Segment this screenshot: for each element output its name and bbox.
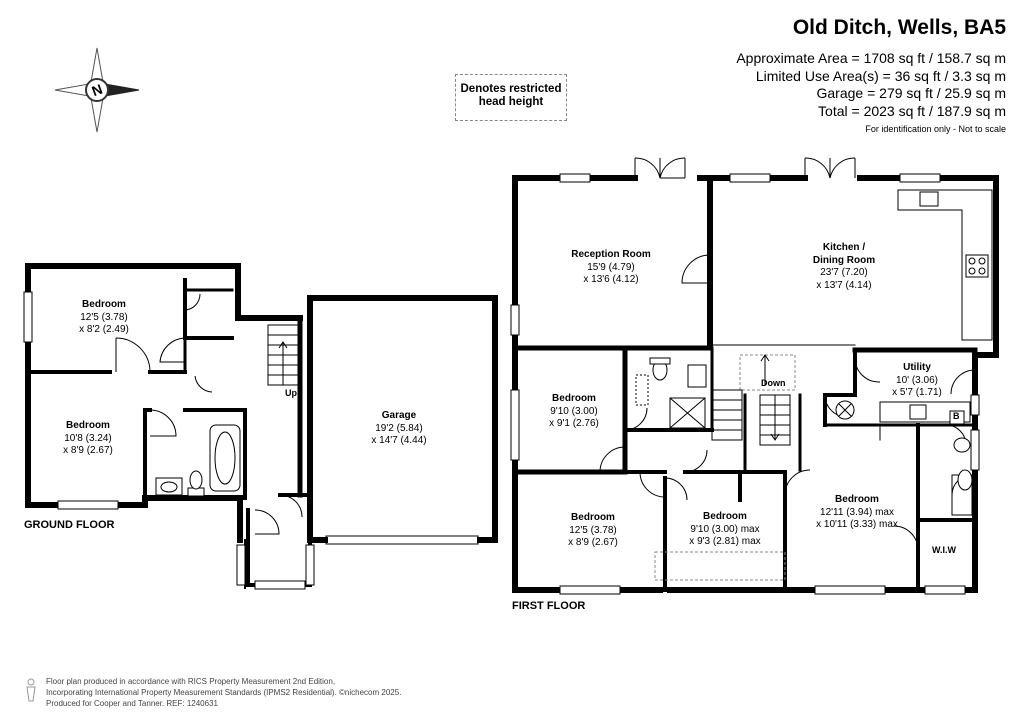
restricted-head-height-key: Denotes restricted head height	[455, 74, 567, 121]
room-ff-bedroom-4: Bedroom 12'11 (3.94) max x 10'11 (3.33) …	[816, 494, 898, 532]
room-utility: Utility 10' (3.06) x 5'7 (1.71)	[892, 362, 942, 400]
room-dimension: x 8'9 (2.67)	[63, 445, 113, 456]
ground-floor-label: GROUND FLOOR	[24, 519, 115, 531]
area-line-approximate: Approximate Area = 1708 sq ft / 158.7 sq…	[736, 50, 1006, 66]
restricted-head-height-areas	[654, 354, 796, 581]
room-name-line2: Dining Room	[812, 254, 876, 266]
footer-line-2: Incorporating International Property Mea…	[46, 688, 402, 697]
room-dimension: 12'5 (3.78)	[569, 524, 617, 536]
first-floor-doors	[599, 157, 976, 551]
room-dimension: 10' (3.06)	[896, 374, 938, 386]
property-title: Old Ditch, Wells, BA5	[792, 16, 1006, 39]
utility-fixtures	[835, 400, 971, 425]
area-line-garage: Garage = 279 sq ft / 25.9 sq m	[816, 85, 1007, 101]
stairs-down-label: Down	[761, 378, 786, 388]
first-floor-windows	[510, 173, 980, 595]
area-line-total: Total = 2023 sq ft / 187.9 sq m	[818, 102, 1006, 119]
restricted-key-line1: Denotes restricted	[460, 83, 562, 95]
room-gf-bedroom-2: Bedroom 10'8 (3.24) x 8'9 (2.67)	[63, 420, 113, 458]
room-dimension: x 8'9 (2.67)	[568, 537, 618, 548]
area-line-limited-use: Limited Use Area(s) = 36 sq ft / 3.3 sq …	[755, 67, 1006, 84]
room-garage: Garage 19'2 (5.84) x 14'7 (4.44)	[371, 410, 426, 448]
area-summary: Approximate Area = 1708 sq ft / 158.7 sq…	[736, 50, 1006, 120]
first-floor-bathroom-fixtures	[635, 357, 973, 516]
room-name: Bedroom	[835, 494, 879, 505]
room-dimension: x 10'11 (3.33) max	[816, 519, 898, 530]
room-name: Reception Room	[571, 249, 651, 260]
room-ff-bedroom-3: Bedroom 9'10 (3.00) max x 9'3 (2.81) max	[689, 511, 760, 549]
room-dimension: 9'10 (3.00) max	[690, 523, 760, 535]
first-floor-stairs	[711, 354, 791, 446]
room-name: Bedroom	[66, 420, 110, 431]
ground-floor-walls	[25, 263, 498, 589]
room-dimension: x 5'7 (1.71)	[892, 387, 942, 398]
first-floor-label: FIRST FLOOR	[512, 600, 586, 612]
room-gf-bedroom-1: Bedroom 12'5 (3.78) x 8'2 (2.49)	[79, 299, 129, 337]
stairs-up-label: Up	[285, 388, 297, 398]
room-reception: Reception Room 15'9 (4.79) x 13'6 (4.12)	[571, 249, 650, 287]
room-name: Bedroom	[571, 512, 615, 523]
scale-disclaimer: For identification only - Not to scale	[865, 124, 1006, 134]
walk-in-wardrobe-label: W.I.W	[932, 545, 956, 555]
room-kitchen-dining: Kitchen / Dining Room 23'7 (7.20) x 13'7…	[813, 242, 875, 292]
room-dimension: x 9'3 (2.81) max	[689, 536, 761, 547]
footer-line-3: Produced for Cooper and Tanner. REF: 124…	[46, 699, 218, 708]
footer-notes: Floor plan produced in accordance with R…	[46, 676, 401, 709]
person-icon	[26, 678, 36, 702]
room-dimension: 12'5 (3.78)	[80, 311, 128, 323]
ground-floor-bathroom-fixtures	[155, 424, 241, 497]
room-dimension: x 8'2 (2.49)	[79, 324, 129, 335]
ground-floor-stairs	[267, 324, 299, 386]
room-dimension: 19'2 (5.84)	[375, 422, 423, 434]
room-ff-bedroom-2: Bedroom 12'5 (3.78) x 8'9 (2.67)	[568, 512, 618, 550]
room-dimension: 9'10 (3.00)	[550, 405, 598, 417]
room-name: Bedroom	[703, 511, 747, 522]
boiler-label: B	[953, 411, 960, 421]
room-dimension: x 13'7 (4.14)	[816, 279, 872, 291]
ground-floor-doors	[115, 293, 303, 535]
room-name: Garage	[381, 410, 417, 421]
room-dimension: x 9'1 (2.76)	[549, 418, 599, 429]
room-dimension: 12'11 (3.94) max	[820, 506, 894, 518]
restricted-key-line2: head height	[478, 96, 544, 108]
room-name: Kitchen /	[822, 242, 866, 253]
room-dimension: x 13'6 (4.12)	[583, 274, 639, 285]
room-name: Utility	[903, 362, 931, 373]
footer-line-1: Floor plan produced in accordance with R…	[46, 677, 336, 686]
compass-icon: N	[54, 47, 140, 133]
room-dimension: x 14'7 (4.44)	[371, 435, 427, 446]
room-name: Bedroom	[82, 299, 126, 310]
ground-floor-windows	[23, 291, 315, 590]
room-dimension: 10'8 (3.24)	[64, 432, 112, 444]
room-dimension: 23'7 (7.20)	[820, 267, 868, 278]
room-name: Bedroom	[552, 393, 596, 404]
kitchen-units	[897, 189, 993, 341]
room-dimension: 15'9 (4.79)	[587, 261, 635, 273]
room-ff-bedroom-1: Bedroom 9'10 (3.00) x 9'1 (2.76)	[549, 393, 599, 431]
